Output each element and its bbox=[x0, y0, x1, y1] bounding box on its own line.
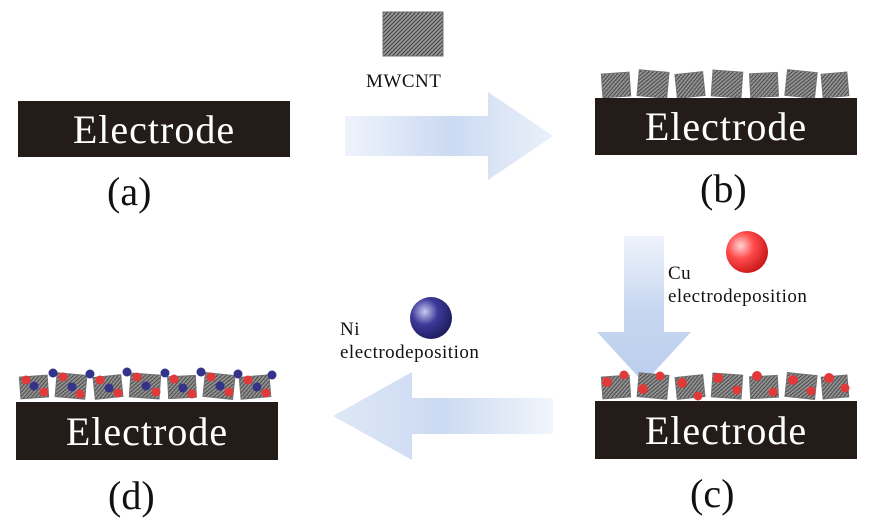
mwcnt-block-icon bbox=[382, 11, 444, 57]
panel-label-c: (c) bbox=[690, 471, 735, 516]
electrode-b-label: Electrode bbox=[644, 104, 808, 149]
ni-sphere-icon bbox=[410, 297, 452, 339]
arrow-b-to-c bbox=[597, 236, 691, 383]
mwcnt-label: MWCNT bbox=[366, 71, 442, 92]
nanotube-cu-ni-layer-d bbox=[18, 367, 277, 400]
electrode-b: Electrode bbox=[595, 98, 857, 155]
cu-step-caption: Cu electrodeposition bbox=[668, 262, 807, 308]
cu-step-line2: electrodeposition bbox=[668, 286, 808, 307]
electrode-c: Electrode bbox=[595, 401, 857, 459]
electrode-c-label: Electrode bbox=[644, 407, 808, 453]
cu-step-line1: Cu bbox=[668, 263, 692, 284]
nanotube-layer-b bbox=[600, 69, 850, 99]
electrode-a-label: Electrode bbox=[72, 106, 236, 152]
panel-label-b: (b) bbox=[700, 166, 747, 211]
cu-sphere-icon bbox=[726, 231, 768, 273]
ni-step-caption: Ni electrodeposition bbox=[340, 318, 479, 364]
electrode-d-label: Electrode bbox=[65, 408, 229, 454]
electrode-d: Electrode bbox=[16, 402, 278, 460]
electrode-a: Electrode bbox=[18, 101, 290, 157]
arrow-c-to-d bbox=[333, 372, 553, 460]
panel-label-a: (a) bbox=[107, 169, 152, 214]
nanotube-cu-layer-c bbox=[600, 370, 850, 401]
panel-label-d: (d) bbox=[108, 473, 155, 518]
arrow-a-to-b bbox=[345, 92, 553, 180]
ni-step-line1: Ni bbox=[340, 319, 360, 340]
ni-step-line2: electrodeposition bbox=[340, 342, 480, 363]
